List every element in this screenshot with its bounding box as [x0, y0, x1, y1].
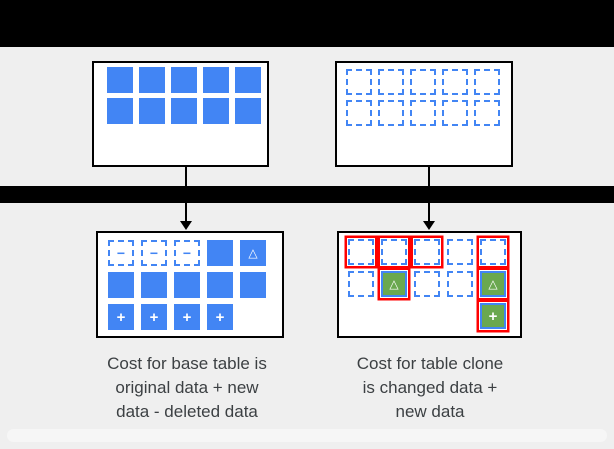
data-block-S [207, 272, 233, 298]
block-row [108, 272, 266, 298]
data-block-D [442, 100, 468, 126]
down-arrow-left-head [180, 221, 192, 230]
data-block-S [141, 272, 167, 298]
down-arrow-right [428, 167, 430, 223]
table-clone-original-box [335, 61, 513, 167]
data-block-S [235, 98, 261, 124]
data-block-SP: + [141, 304, 167, 330]
data-block-S [139, 98, 165, 124]
data-block-SP: + [108, 304, 134, 330]
middle-divider-bar [0, 186, 614, 203]
data-block-SP: + [174, 304, 200, 330]
data-block-GP: + [480, 303, 506, 329]
data-block-S [171, 98, 197, 124]
data-block-DM: − [108, 240, 134, 266]
block-row [346, 100, 500, 126]
data-block-RD [414, 239, 440, 265]
data-block-S [108, 272, 134, 298]
data-block-S [139, 67, 165, 93]
block-row: △△ [348, 271, 506, 297]
data-block-D [410, 69, 436, 95]
base-table-after-box: −−−△++++ [96, 231, 284, 338]
data-block-D [447, 271, 473, 297]
data-block-RD [348, 239, 374, 265]
block-row: + + + + [108, 304, 266, 330]
bottom-light-bar [7, 429, 607, 442]
data-block-D [346, 69, 372, 95]
block-row: + [348, 303, 506, 329]
data-block-S [203, 67, 229, 93]
base-table-cost-caption: Cost for base table is original data + n… [107, 354, 267, 421]
data-block-D [348, 271, 374, 297]
data-block-D [378, 100, 404, 126]
data-block-D [447, 239, 473, 265]
data-block-SP: + [207, 304, 233, 330]
table-clone-original-blocks [346, 69, 500, 126]
data-block-D [474, 69, 500, 95]
block-row [107, 67, 261, 93]
data-block-GD: △ [480, 271, 506, 297]
data-block-DM: − [141, 240, 167, 266]
data-block-RD [381, 239, 407, 265]
data-block-S [203, 98, 229, 124]
data-block-S [174, 272, 200, 298]
down-arrow-left [185, 167, 187, 223]
block-row [348, 239, 506, 265]
data-block-S [235, 67, 261, 93]
data-block-S [107, 67, 133, 93]
base-table-original-box [92, 61, 269, 167]
block-row: −−−△ [108, 240, 266, 266]
base-table-after-blocks: −−−△++++ [108, 240, 266, 330]
data-block-S [240, 272, 266, 298]
data-block-D [410, 100, 436, 126]
table-clone-cost-caption: Cost for table clone is changed data + n… [356, 354, 504, 421]
data-block-S [171, 67, 197, 93]
down-arrow-right-head [423, 221, 435, 230]
data-block-RD [480, 239, 506, 265]
table-clone-after-blocks: △△+ [348, 239, 506, 329]
data-block-S [107, 98, 133, 124]
data-block-SD: △ [240, 240, 266, 266]
data-block-D [442, 69, 468, 95]
block-row [107, 98, 261, 124]
table-clone-after-box: △△+ [337, 231, 522, 338]
data-block-GD: △ [381, 271, 407, 297]
top-black-bar [0, 0, 614, 47]
data-block-D [474, 100, 500, 126]
data-block-D [346, 100, 372, 126]
base-table-original-blocks [107, 67, 261, 124]
data-block-D [414, 271, 440, 297]
block-row [346, 69, 500, 95]
data-block-D [378, 69, 404, 95]
data-block-S [207, 240, 233, 266]
data-block-DM: − [174, 240, 200, 266]
